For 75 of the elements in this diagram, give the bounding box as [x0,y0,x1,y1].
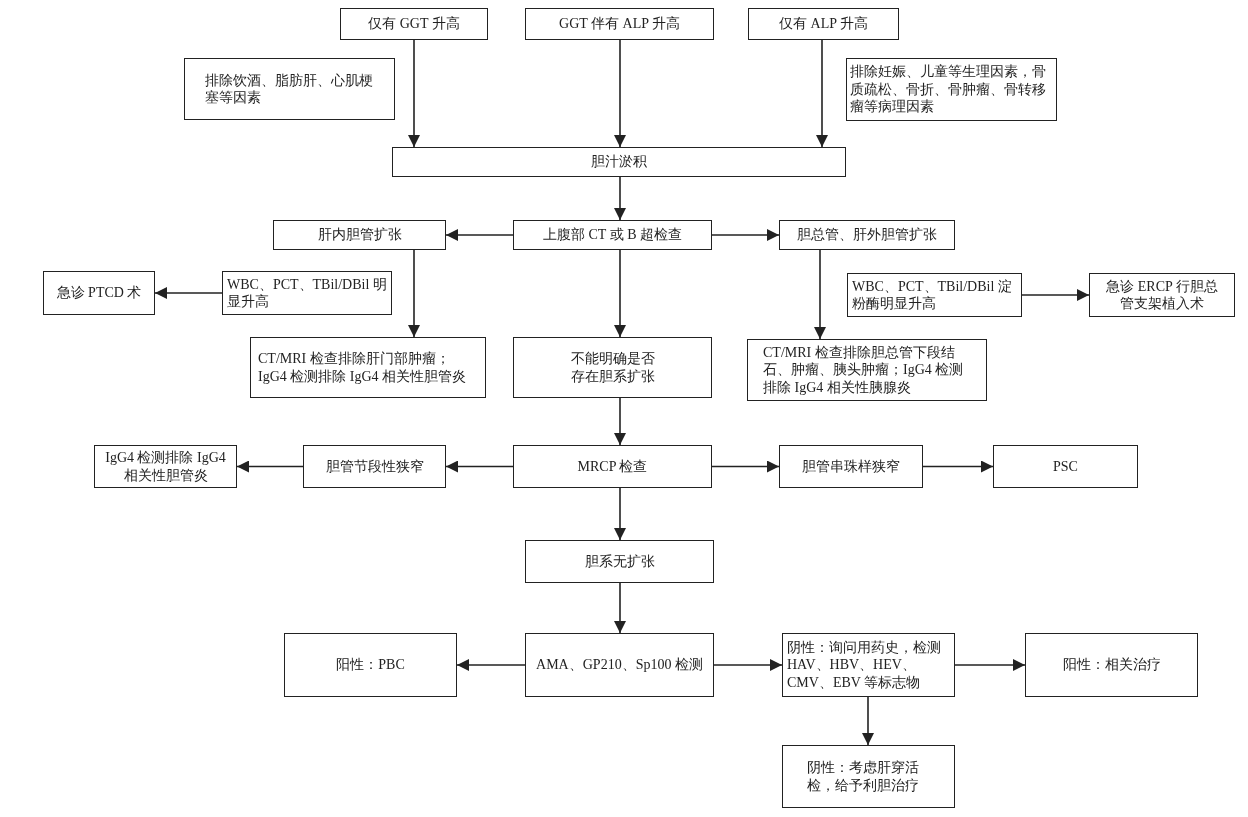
arrow [614,582,626,634]
box-text: 急诊 ERCP 行胆总管支架植入术 [1105,277,1219,313]
arrow [711,229,780,241]
arrow [614,176,626,221]
arrow [862,696,874,746]
box-text: CT/MRI 检查排除肝门部肿瘤；IgG4 检测排除 IgG4 相关性胆管炎 [258,350,468,385]
process-box [1025,633,1198,697]
box-text: WBC、PCT、TBil/DBil 淀粉酶明显升高 [852,277,1013,313]
box-text: GGT 伴有 ALP 升高 [559,15,680,33]
process-box [782,633,955,697]
box-text: WBC、PCT、TBil/DBil 明显升高 [227,275,387,311]
box-text: MRCP 检查 [577,457,648,476]
box-text: 阴性：询问用药史，检测 HAV、HBV、HEV、CMV、EBV 等标志物 [787,638,942,692]
process-box [525,633,714,697]
box-text: 排除饮酒、脂肪肝、心肌梗塞等因素 [205,71,374,107]
process-box [779,445,923,488]
process-box [1089,273,1235,317]
arrow [456,659,526,671]
arrow [408,249,420,338]
process-box [340,8,488,40]
arrow [711,460,780,473]
process-box [525,8,714,40]
box-text: 仅有 GGT 升高 [368,15,460,33]
box-text: 胆管串珠样狭窄 [802,457,900,476]
process-box [779,220,955,250]
process-box [513,337,712,398]
arrow [814,249,826,340]
arrow [1021,289,1090,301]
arrow [614,39,626,148]
process-box [993,445,1138,488]
arrow [816,39,828,148]
process-box [273,220,446,250]
box-text: 阳性：PBC [336,656,405,674]
process-box [525,540,714,583]
box-text: 阴性：考虑肝穿活检，给予利胆治疗 [807,759,920,794]
process-box [250,337,486,398]
box-text: 急诊 PTCD 术 [56,284,142,302]
box-text: 阳性：相关治疗 [1062,656,1161,674]
process-box [846,58,1057,121]
box-text: 上腹部 CT 或 B 超检查 [543,226,682,244]
process-box [747,339,987,401]
arrow [713,659,783,671]
arrow [614,397,626,446]
process-box [513,220,712,250]
process-box [513,445,712,488]
arrow [445,229,514,241]
arrow [614,487,626,541]
box-text: 仅有 ALP 升高 [779,15,868,33]
arrow [954,659,1026,671]
box-text: 胆管节段性狭窄 [325,457,424,476]
box-text: IgG4 检测排除 IgG4 相关性胆管炎 [104,449,227,484]
box-text: 胆系无扩张 [584,552,655,571]
process-box [284,633,457,697]
process-box [748,8,899,40]
arrow [922,460,994,473]
box-text: 肝内胆管扩张 [317,226,402,244]
arrow [154,287,223,299]
arrow [236,460,304,473]
arrow [408,39,420,148]
process-box [43,271,155,315]
box-text: AMA、GP210、Sp100 检测 [536,656,703,674]
arrow [614,249,626,338]
process-box [184,58,395,120]
process-box [392,147,846,177]
process-box [94,445,237,488]
box-text: 排除妊娠、儿童等生理因素，骨质疏松、骨折、骨肿瘤、骨转移瘤等病理因素 [850,63,1047,116]
box-text: 胆总管、肝外胆管扩张 [797,226,937,244]
arrow [445,460,514,473]
process-box [847,273,1022,317]
process-box [303,445,446,488]
process-box [782,745,955,808]
box-text: PSC [1053,457,1078,476]
box-text: CT/MRI 检查排除胆总管下段结石、肿瘤、胰头肿瘤；IgG4 检测排除 IgG4 相关性胰腺炎 [763,343,965,397]
box-text: 不能明确是否存在胆系扩张 [569,350,656,385]
box-text: 胆汁淤积 [591,153,647,171]
